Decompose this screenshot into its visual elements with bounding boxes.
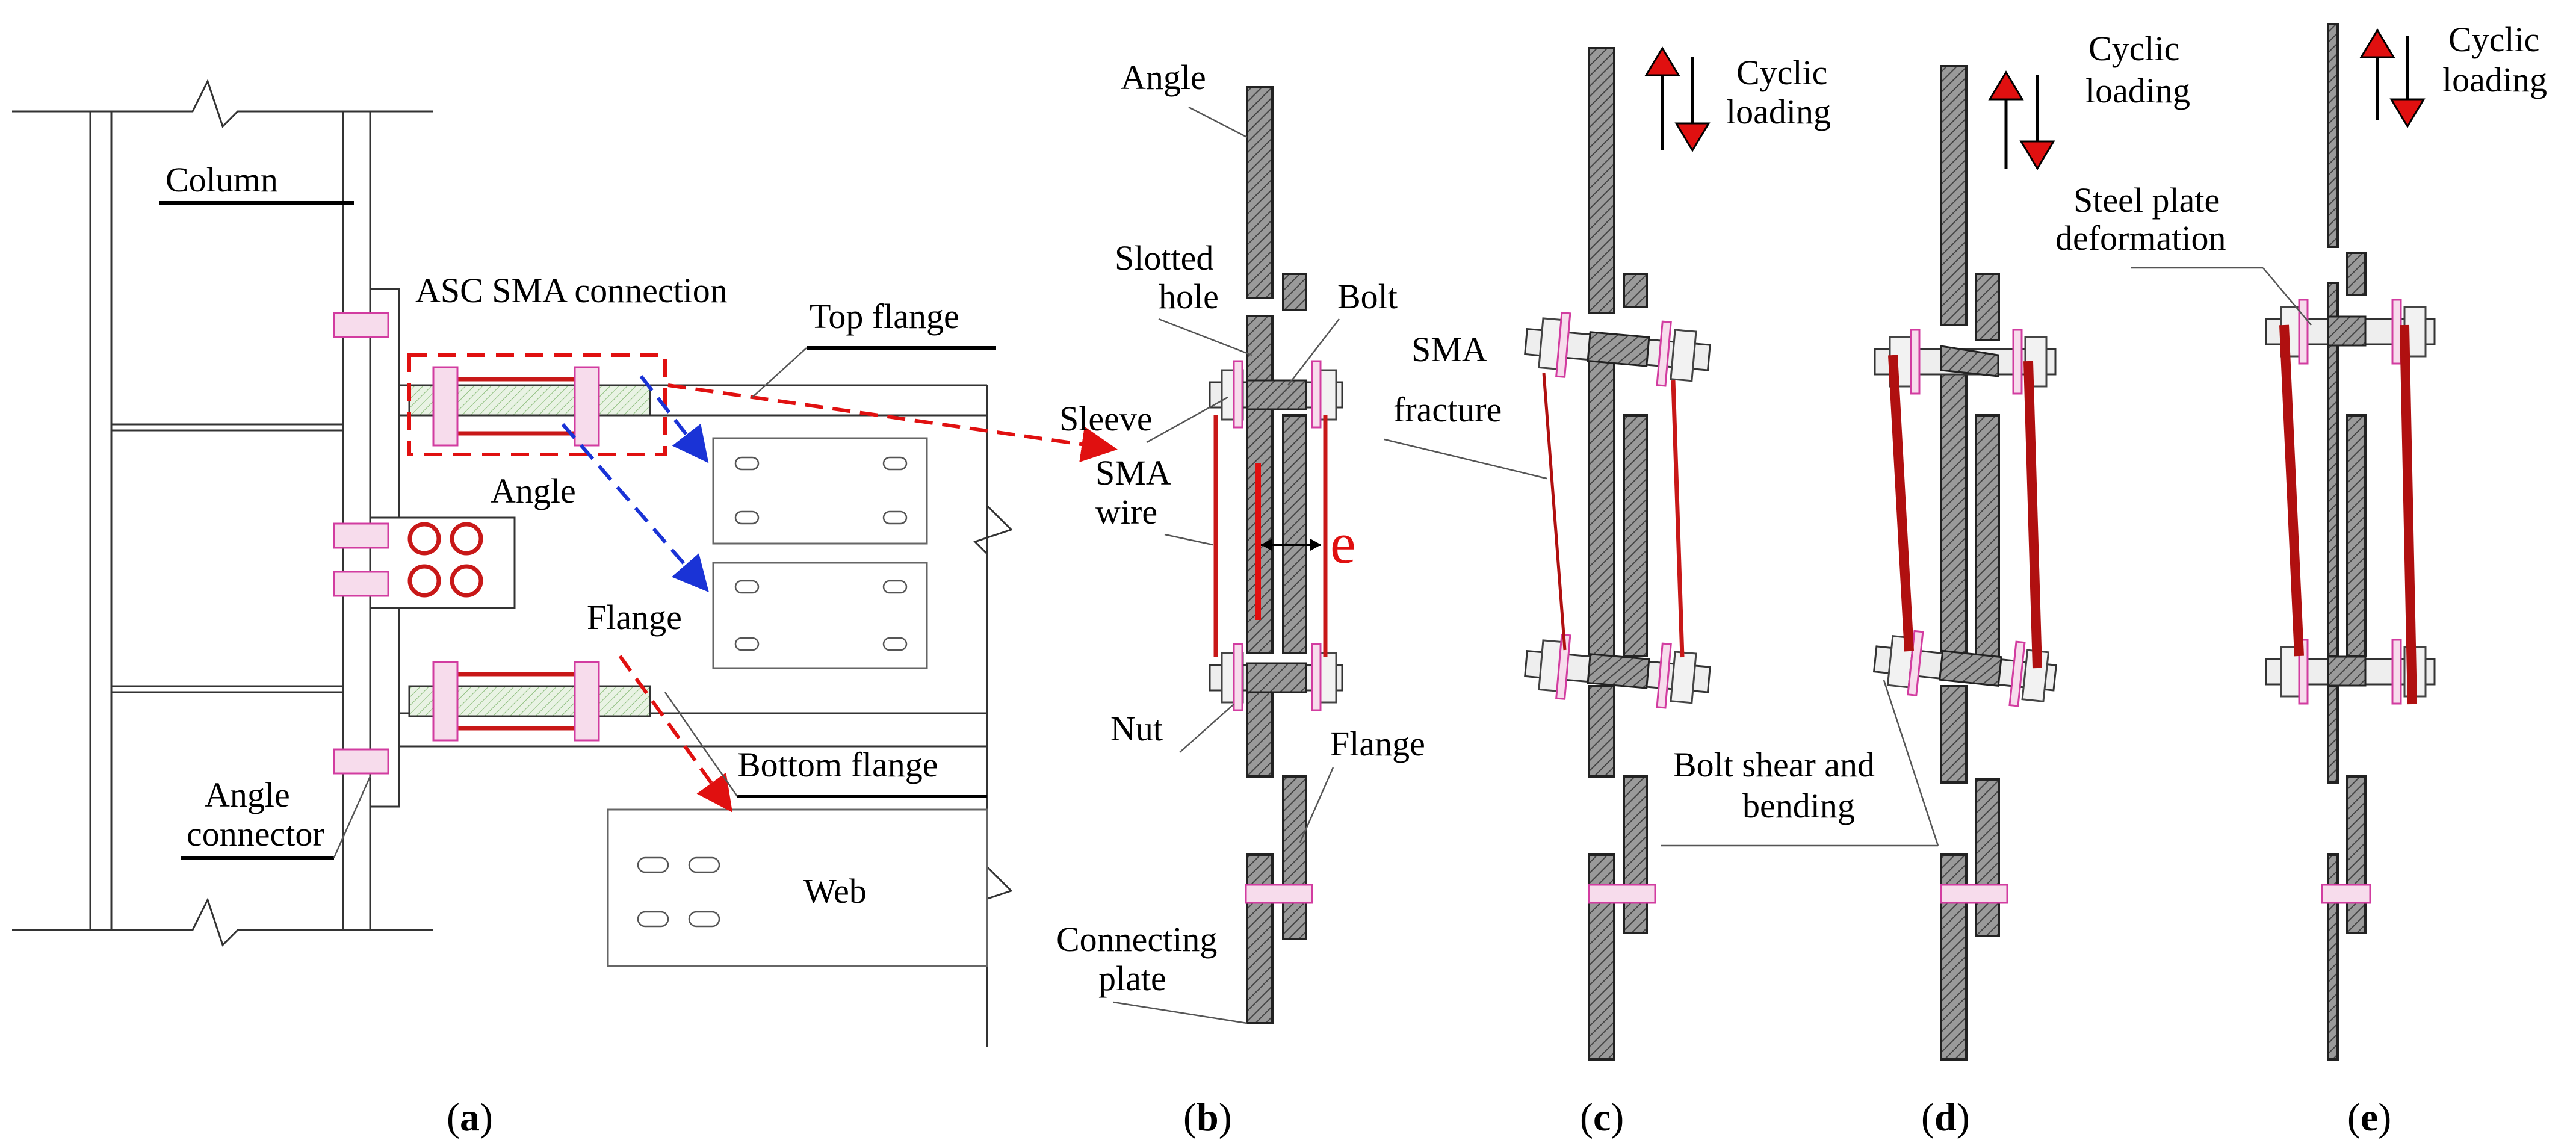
panel-a: Column ASC SMA connection Top flange Ang…	[12, 79, 1118, 1139]
angle-connector-drawing	[333, 288, 516, 808]
top-flange-plan	[712, 437, 928, 669]
bolt-shear-label-line2: bending	[1742, 786, 1855, 825]
cyclic-label-e-line1: Cyclic	[2448, 20, 2539, 59]
panel-c: Cyclic loading SMA fracture (c)	[1384, 46, 1831, 1139]
caption-b: (b)	[1183, 1095, 1232, 1139]
asc-sma-connection-label: ASC SMA connection	[415, 271, 728, 310]
e-label: e	[1330, 511, 1356, 575]
nut-label: Nut	[1110, 709, 1163, 748]
cyclic-label-c-line1: Cyclic	[1736, 53, 1827, 92]
blue-arrow-bottom	[561, 423, 709, 593]
sleeve-label: Sleeve	[1059, 399, 1153, 438]
top-sma-connection-drawing	[407, 353, 667, 456]
red-arrow-to-detail	[667, 383, 1118, 462]
bottom-bolt-assembly	[1209, 643, 1343, 711]
cyclic-label-e-line2: loading	[2442, 60, 2547, 99]
cyclic-label-c-line2: loading	[1726, 92, 1831, 131]
caption-a: (a)	[447, 1095, 493, 1139]
angle-connector-label-line1: Angle	[205, 775, 290, 814]
connecting-plate-label-line1: Connecting	[1056, 920, 1217, 959]
flange-label-a: Flange	[587, 598, 682, 637]
web-plan	[607, 808, 988, 967]
bottom-sma-connection-drawing	[408, 661, 651, 742]
panel-b: e Angle Slotted hole Bolt Sleeve SMA wir…	[1056, 58, 1425, 1139]
sma-fracture-label-line2: fracture	[1393, 390, 1502, 429]
panel-e: Cyclic loading Steel plate deformation (…	[2055, 20, 2547, 1139]
flange-plate-bottom	[1282, 775, 1307, 940]
slotted-hole-label-line1: Slotted	[1115, 238, 1213, 277]
caption-d: (d)	[1921, 1095, 1970, 1139]
red-arrow-to-web	[618, 655, 733, 813]
angle-label-a: Angle	[491, 471, 576, 510]
bolt-label-b: Bolt	[1337, 277, 1398, 316]
bolt-shear-label-line1: Bolt shear and	[1673, 745, 1875, 784]
steel-plate-label-line1: Steel plate	[2073, 181, 2220, 220]
angle-connector-label-line2: connector	[187, 814, 324, 853]
flange-plate-middle	[1282, 414, 1307, 654]
cyclic-label-d-line1: Cyclic	[2088, 29, 2179, 68]
panel-d: Cyclic loading Bolt shear and bending (d…	[1661, 29, 2190, 1139]
connecting-plate-label-line2: plate	[1098, 959, 1166, 998]
web-label: Web	[803, 872, 867, 911]
sma-fracture-label-line1: SMA	[1411, 330, 1487, 369]
angle-plate-upper	[1246, 86, 1274, 299]
angle-label-b: Angle	[1121, 58, 1206, 97]
caption-e: (e)	[2347, 1095, 2391, 1139]
sma-wire-label-line1: SMA	[1095, 453, 1171, 492]
caption-c: (c)	[1580, 1095, 1624, 1139]
cyclic-arrow-c	[1644, 46, 1711, 152]
cyclic-arrow-d	[1988, 70, 2055, 170]
top-bolt-assembly	[1209, 360, 1343, 429]
connecting-plate-bolt	[1245, 884, 1313, 904]
slotted-hole-label-line2: hole	[1159, 277, 1219, 316]
cyclic-arrow-e	[2359, 28, 2426, 128]
connecting-plate	[1246, 853, 1274, 1024]
sma-wire-fractured	[1542, 373, 1567, 651]
flange-label-b: Flange	[1330, 724, 1425, 763]
sma-wire-label-line2: wire	[1095, 492, 1157, 531]
flange-plate-top	[1282, 273, 1307, 311]
steel-plate-label-line2: deformation	[2055, 218, 2226, 258]
blue-arrow-top	[639, 375, 709, 463]
top-flange-label: Top flange	[810, 297, 959, 336]
cyclic-label-d-line2: loading	[2085, 71, 2190, 110]
column-label: Column	[166, 160, 278, 199]
bottom-flange-label: Bottom flange	[737, 745, 938, 784]
